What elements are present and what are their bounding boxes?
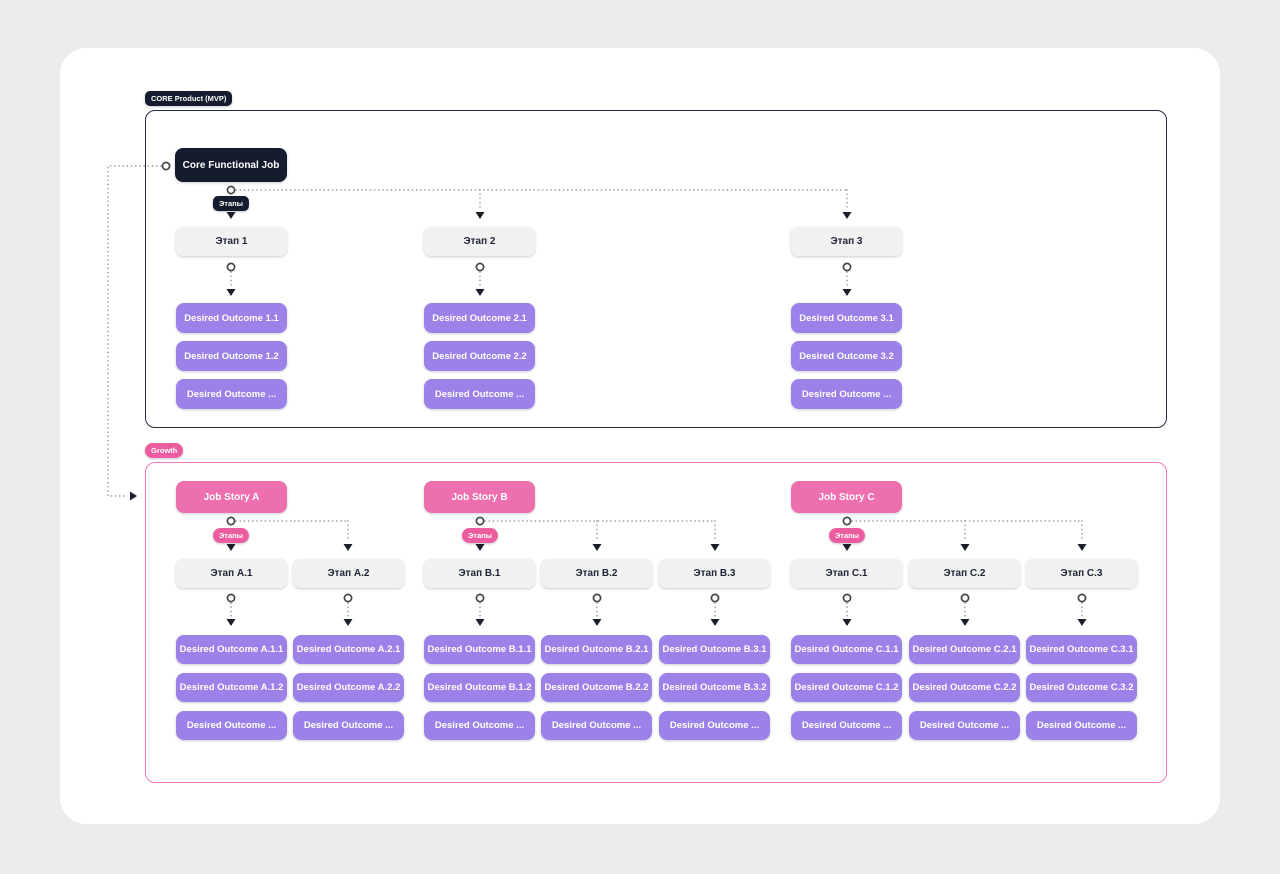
growth-section-frame[interactable] bbox=[145, 462, 1167, 783]
stages-badge-core[interactable]: Этапы bbox=[212, 196, 250, 211]
stage-node[interactable]: Этап A.1 bbox=[176, 559, 287, 588]
stage-node[interactable]: Этап B.1 bbox=[424, 559, 535, 588]
outcome-node[interactable]: Desired Outcome ... bbox=[541, 711, 652, 740]
core-functional-job-node[interactable]: Core Functional Job bbox=[175, 148, 287, 182]
stages-badge-growth[interactable]: Этапы bbox=[461, 528, 499, 543]
outcome-node[interactable]: Desired Outcome 1.2 bbox=[176, 341, 287, 371]
outcome-node[interactable]: Desired Outcome C.2.1 bbox=[909, 635, 1020, 664]
outcome-node[interactable]: Desired Outcome ... bbox=[791, 711, 902, 740]
job-story-node[interactable]: Job Story C bbox=[791, 481, 902, 513]
outcome-node[interactable]: Desired Outcome 3.1 bbox=[791, 303, 902, 333]
outcome-node[interactable]: Desired Outcome A.2.1 bbox=[293, 635, 404, 664]
job-story-node[interactable]: Job Story A bbox=[176, 481, 287, 513]
core-section-badge[interactable]: CORE Product (MVP) bbox=[145, 91, 233, 106]
stage-node[interactable]: Этап C.1 bbox=[791, 559, 902, 588]
stage-node[interactable]: Этап 3 bbox=[791, 227, 902, 256]
outcome-node[interactable]: Desired Outcome A.1.1 bbox=[176, 635, 287, 664]
job-story-node[interactable]: Job Story B bbox=[424, 481, 535, 513]
outcome-node[interactable]: Desired Outcome ... bbox=[424, 711, 535, 740]
outcome-node[interactable]: Desired Outcome 3.2 bbox=[791, 341, 902, 371]
outcome-node[interactable]: Desired Outcome ... bbox=[1026, 711, 1137, 740]
outcome-node[interactable]: Desired Outcome A.2.2 bbox=[293, 673, 404, 702]
outcome-node[interactable]: Desired Outcome ... bbox=[791, 379, 902, 409]
stage-node[interactable]: Этап B.2 bbox=[541, 559, 652, 588]
stage-node[interactable]: Этап B.3 bbox=[659, 559, 770, 588]
outcome-node[interactable]: Desired Outcome ... bbox=[176, 711, 287, 740]
outcome-node[interactable]: Desired Outcome 2.1 bbox=[424, 303, 535, 333]
outcome-node[interactable]: Desired Outcome ... bbox=[176, 379, 287, 409]
outcome-node[interactable]: Desired Outcome ... bbox=[293, 711, 404, 740]
growth-section-badge[interactable]: Growth bbox=[145, 443, 184, 458]
stage-node[interactable]: Этап 2 bbox=[424, 227, 535, 256]
stage-node[interactable]: Этап C.2 bbox=[909, 559, 1020, 588]
outcome-node[interactable]: Desired Outcome ... bbox=[909, 711, 1020, 740]
outcome-node[interactable]: Desired Outcome 2.2 bbox=[424, 341, 535, 371]
core-section-frame[interactable] bbox=[145, 110, 1167, 428]
stages-badge-growth[interactable]: Этапы bbox=[828, 528, 866, 543]
outcome-node[interactable]: Desired Outcome A.1.2 bbox=[176, 673, 287, 702]
outcome-node[interactable]: Desired Outcome ... bbox=[659, 711, 770, 740]
outcome-node[interactable]: Desired Outcome 1.1 bbox=[176, 303, 287, 333]
outcome-node[interactable]: Desired Outcome ... bbox=[424, 379, 535, 409]
outcome-node[interactable]: Desired Outcome B.3.1 bbox=[659, 635, 770, 664]
outcome-node[interactable]: Desired Outcome B.3.2 bbox=[659, 673, 770, 702]
stages-badge-growth[interactable]: Этапы bbox=[212, 528, 250, 543]
outcome-node[interactable]: Desired Outcome B.2.1 bbox=[541, 635, 652, 664]
outcome-node[interactable]: Desired Outcome C.3.1 bbox=[1026, 635, 1137, 664]
outcome-node[interactable]: Desired Outcome C.1.1 bbox=[791, 635, 902, 664]
stage-node[interactable]: Этап C.3 bbox=[1026, 559, 1137, 588]
outcome-node[interactable]: Desired Outcome B.1.1 bbox=[424, 635, 535, 664]
stage-node[interactable]: Этап 1 bbox=[176, 227, 287, 256]
outcome-node[interactable]: Desired Outcome B.2.2 bbox=[541, 673, 652, 702]
stage-node[interactable]: Этап A.2 bbox=[293, 559, 404, 588]
outcome-node[interactable]: Desired Outcome C.3.2 bbox=[1026, 673, 1137, 702]
outcome-node[interactable]: Desired Outcome C.1.2 bbox=[791, 673, 902, 702]
outcome-node[interactable]: Desired Outcome C.2.2 bbox=[909, 673, 1020, 702]
outcome-node[interactable]: Desired Outcome B.1.2 bbox=[424, 673, 535, 702]
